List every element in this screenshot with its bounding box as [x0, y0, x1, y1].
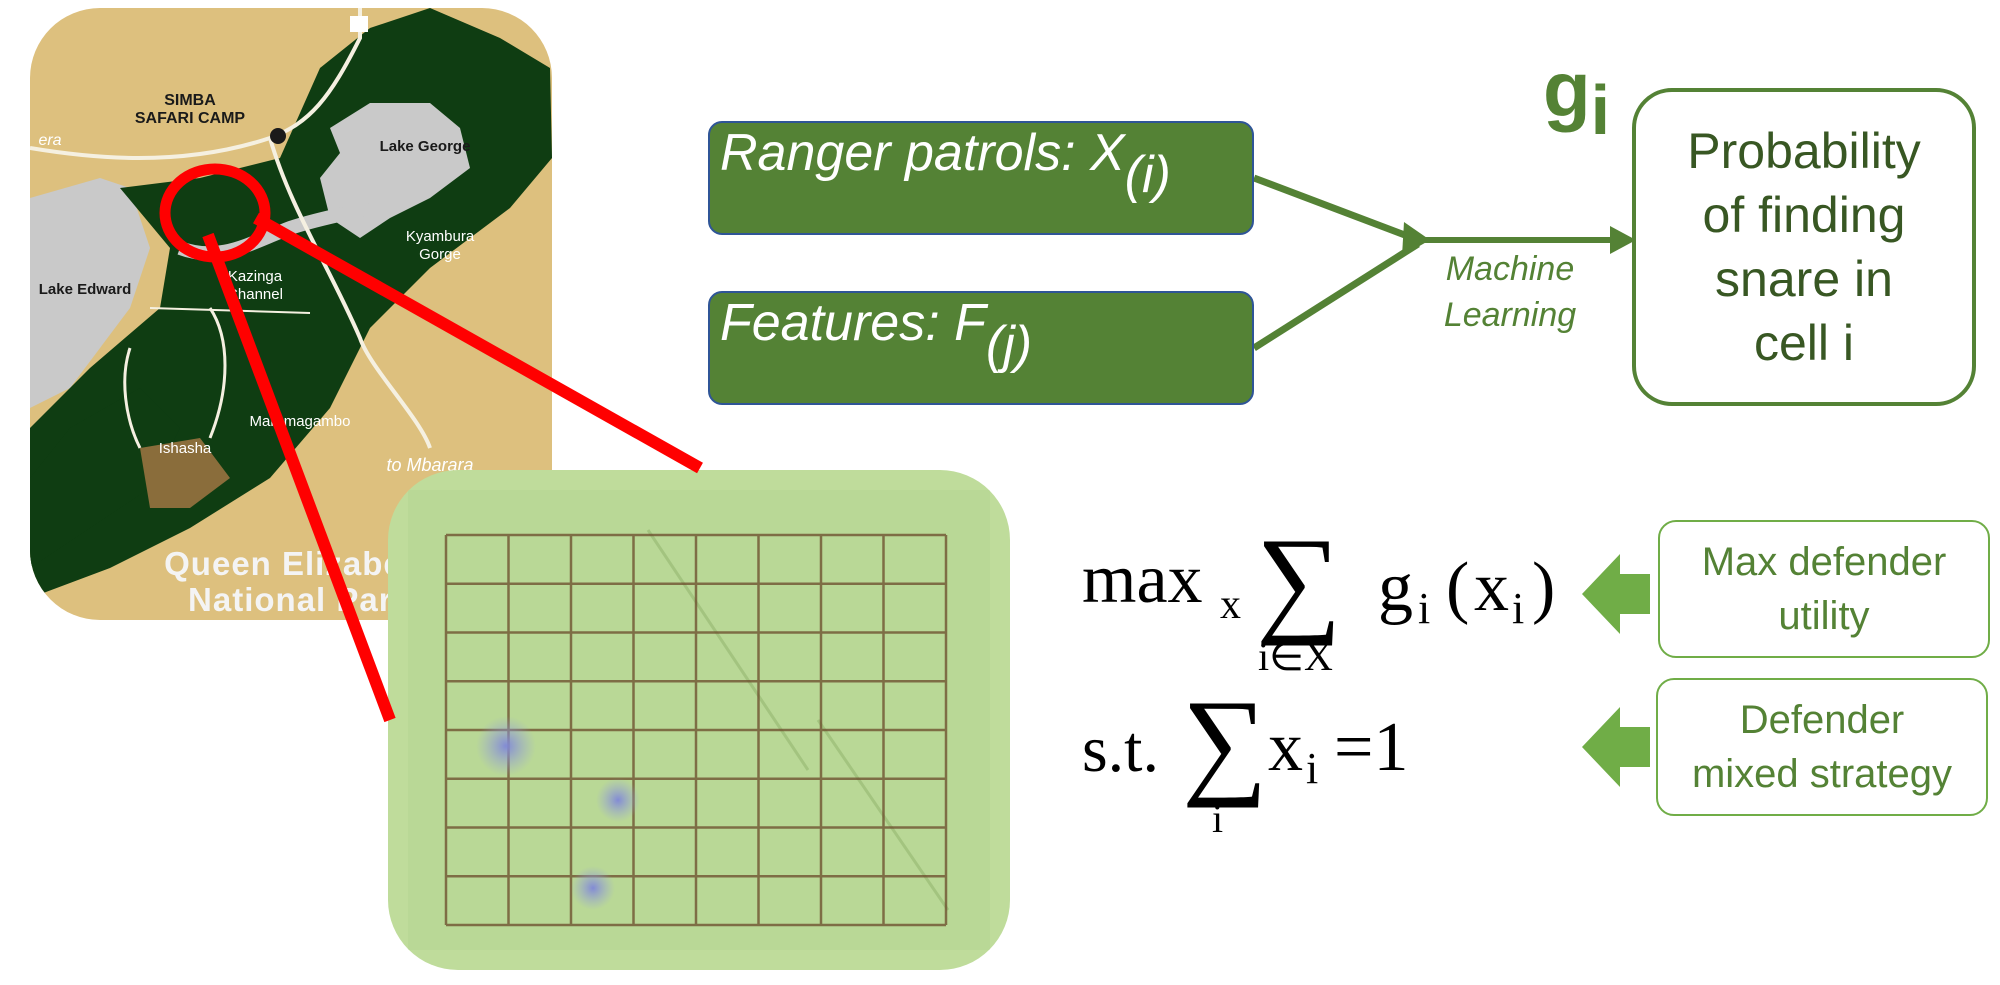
park-title: Queen Elizabeth National Park [164, 545, 436, 618]
g-term: g [1378, 549, 1413, 626]
grid-cells-image [388, 470, 1010, 970]
map-label-kazinga: Kazinga Channel [227, 268, 283, 303]
sum-subscript-constraint: i [1212, 796, 1224, 841]
grid-lines [444, 533, 948, 927]
sum-symbol-constraint: ∑ [1182, 675, 1268, 808]
open-paren: ( [1446, 549, 1470, 626]
g-term-subscript: i [1418, 584, 1431, 633]
map-label-simba: SIMBA SAFARI CAMP [134, 92, 246, 127]
map-label-lake-edward: Lake Edward [38, 281, 132, 298]
max-subscript: x [1220, 582, 1241, 628]
map-label-mbarara: to Mbarara [386, 455, 474, 475]
g-base: g [1543, 45, 1591, 133]
snare-blob [571, 866, 615, 910]
snare-blob [476, 716, 536, 776]
features-connector [1252, 241, 1420, 351]
camp-marker [270, 128, 286, 144]
probability-box: Probability of finding snare in cell i [1632, 88, 1976, 406]
ranger-patrols-subscript: (i) [1124, 146, 1171, 204]
features-box: Features: F(j) [708, 291, 1254, 405]
constraint-x-subscript: i [1306, 744, 1319, 793]
park-map: SIMBA SAFARI CAMP Lake George Lake Edwar… [30, 8, 552, 620]
close-paren: ) [1532, 549, 1556, 626]
max-utility-text: Max defender utility [1701, 540, 1947, 638]
callout-line-left [202, 232, 396, 723]
features-subscript: (j) [985, 316, 1033, 374]
subject-to: s.t. [1082, 713, 1160, 786]
constraint-rhs: =1 [1334, 709, 1409, 786]
ml-arrowhead [1610, 226, 1636, 254]
callout-line-right [253, 212, 703, 474]
features-label: Features: F [720, 294, 986, 352]
ranger-patrols-label: Ranger patrols: X [720, 124, 1125, 182]
mixed-strategy-box: Defender mixed strategy [1656, 678, 1988, 816]
lake-edward-water [30, 178, 150, 408]
arrow-max-utility [1582, 554, 1650, 634]
grid-graphic [408, 490, 990, 950]
mixed-strategy-text: Defender mixed strategy [1691, 698, 1953, 796]
map-label-era: era [38, 132, 62, 149]
max-utility-box: Max defender utility [1658, 520, 1990, 658]
snare-blob [596, 778, 640, 822]
constraint-x: x [1268, 709, 1303, 786]
sum-subscript-objective: i∈X [1258, 634, 1333, 679]
patrols-connector [1252, 174, 1420, 244]
map-label-lake-george: Lake George [379, 138, 471, 155]
escarpment-area [140, 438, 230, 508]
g-function-label: gi [1543, 44, 1610, 149]
probability-text: Probability of finding snare in cell i [1687, 123, 1921, 371]
arrow-mixed-strategy [1582, 707, 1650, 787]
g-subscript: i [1590, 71, 1611, 149]
map-graphic [30, 8, 552, 598]
arg-subscript: i [1512, 584, 1525, 633]
ranger-patrols-box: Ranger patrols: X(i) [708, 121, 1254, 235]
map-label-ishasha: Ishasha [158, 440, 212, 457]
merge-arrowhead [1402, 222, 1430, 256]
machine-learning-label: Machine Learning [1443, 250, 1577, 334]
map-label-kyambura: Kyambura Gorge [405, 228, 475, 263]
arg-x: x [1474, 549, 1509, 626]
max-operator: max [1082, 541, 1203, 618]
sum-symbol-objective: ∑ [1256, 513, 1342, 646]
